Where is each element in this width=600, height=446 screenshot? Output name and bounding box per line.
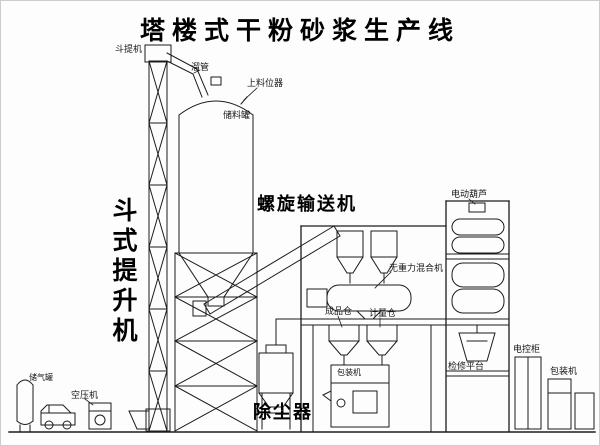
weighing-bin-label: 计量仓: [369, 308, 397, 318]
finished-bin-label: 成品仓: [325, 306, 353, 316]
bucket-elevator-shaft: [128, 44, 172, 432]
packing-machine-center-label: 包装机: [337, 368, 361, 377]
page-title: 塔楼式干粉砂浆生产线: [139, 17, 460, 45]
mixing-tower-frame: [300, 200, 510, 432]
screw-conveyor-label: 螺旋输送机: [257, 194, 357, 214]
electric-hoist-label: 电动葫芦: [451, 189, 488, 199]
packing-machine-unit: [322, 364, 390, 428]
control-cabinet-label: 电控柜: [513, 344, 541, 354]
dust-collector-unit: [258, 318, 302, 430]
feed-bins: [336, 230, 398, 284]
storage-tank-label: 储料罐: [223, 110, 251, 120]
chute-pipe: [166, 52, 209, 98]
air-tank-unit: [16, 379, 34, 432]
bucket-elevator-label: 斗式提升机: [109, 197, 137, 347]
dust-collector-label: 除尘器: [253, 402, 313, 422]
control-cabinets: [514, 356, 595, 430]
elevator-head-label: 斗提机: [115, 44, 143, 54]
leader-lines: [84, 69, 476, 406]
service-platform-label: 检修平台: [448, 361, 485, 371]
big-bag-stack: [451, 218, 505, 314]
electric-hoist-unit: [458, 202, 496, 362]
air-compressor-label: 空压机: [71, 390, 99, 400]
delivery-van: [40, 404, 76, 430]
gravity-free-mixer: [306, 284, 412, 320]
air-tank-label: 储气罐: [29, 373, 53, 382]
mixer-label: 无重力混合机: [389, 263, 444, 273]
screw-conveyor-tube: [192, 225, 341, 317]
air-compressor-unit: [88, 402, 112, 430]
silo-support-tower: [174, 252, 258, 432]
packing-machine-right-label: 包装机: [550, 366, 578, 376]
chute-label: 溜管: [191, 62, 210, 72]
level-indicator-label: 上料位器: [247, 78, 284, 88]
product-and-weigh-bins: [328, 324, 398, 366]
